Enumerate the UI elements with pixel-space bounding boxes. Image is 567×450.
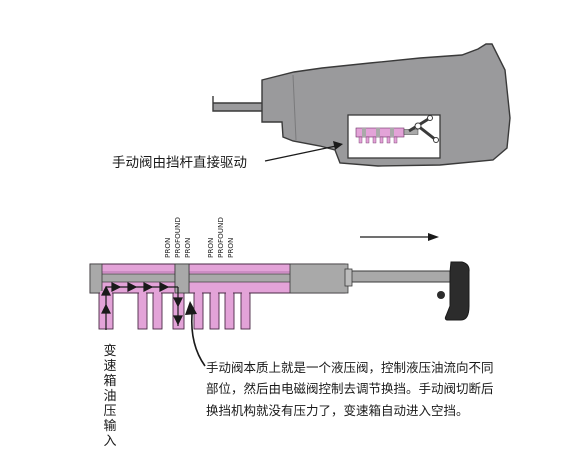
outlet-port xyxy=(240,292,251,330)
vertical-label-char: 压 xyxy=(103,404,117,419)
linkage-pivot xyxy=(427,115,433,121)
description-text: 手动阀本质上就是一个液压阀，控制液压油流向不同 部位，然后由电磁阀控制去调节换挡… xyxy=(206,357,556,421)
linkage-pivot xyxy=(433,137,439,143)
spool-land-right xyxy=(289,263,349,294)
vertical-label-char: 油 xyxy=(103,389,117,404)
port-labels: PRON PROFOUND PRON PRON PROFOUND PRON xyxy=(163,217,235,258)
mini-valve-land xyxy=(376,128,380,137)
transmission-housing-groove xyxy=(292,74,297,141)
outlet-port xyxy=(224,292,235,330)
flow-arrows xyxy=(101,282,183,330)
vertical-label-char: 输 xyxy=(103,419,117,434)
vertical-label-char: 变 xyxy=(103,344,117,359)
shift-linkage-arm xyxy=(417,124,437,142)
outlet-port xyxy=(137,292,148,330)
vertical-input-label: 变速箱油压输入 xyxy=(102,344,118,449)
outlet-port xyxy=(209,292,220,330)
mini-valve-ports xyxy=(358,136,398,144)
port-label: PRON xyxy=(206,238,215,258)
description-line: 换挡机构就没有压力了，变速箱自动进入空挡。 xyxy=(206,402,469,418)
manual-valve xyxy=(89,261,470,330)
description-line: 部位，然后由电磁阀控制去调节换挡。手动阀切断后 xyxy=(206,381,494,397)
top-caption: 手动阀由挡杆直接驱动 xyxy=(112,155,247,171)
mini-valve-land xyxy=(362,128,366,137)
port-label: PROFOUND xyxy=(173,217,182,258)
linkage-pivot xyxy=(414,122,422,130)
port-label: PRON xyxy=(183,238,192,258)
vertical-label-char: 速 xyxy=(103,359,117,374)
vertical-label-char: 箱 xyxy=(103,374,117,389)
outlet-port xyxy=(152,292,163,330)
port-label: PROFOUND xyxy=(216,217,225,258)
transmission-housing xyxy=(212,43,511,167)
valve-handle xyxy=(444,261,470,321)
vertical-label-char: 入 xyxy=(103,434,117,449)
movement-direction-arrow xyxy=(360,233,439,241)
spool-land-left xyxy=(89,263,103,294)
handle-pin xyxy=(437,291,445,299)
port-label: PRON xyxy=(226,238,235,258)
port-label: PRON xyxy=(163,238,172,258)
description-callout-arrow xyxy=(185,301,206,367)
description-line: 手动阀本质上就是一个液压阀，控制液压油流向不同 xyxy=(206,360,494,375)
top-callout-arrow xyxy=(264,141,343,162)
mini-valve-land xyxy=(390,128,394,137)
rod-seal xyxy=(344,268,353,287)
valve-rod xyxy=(344,270,452,283)
